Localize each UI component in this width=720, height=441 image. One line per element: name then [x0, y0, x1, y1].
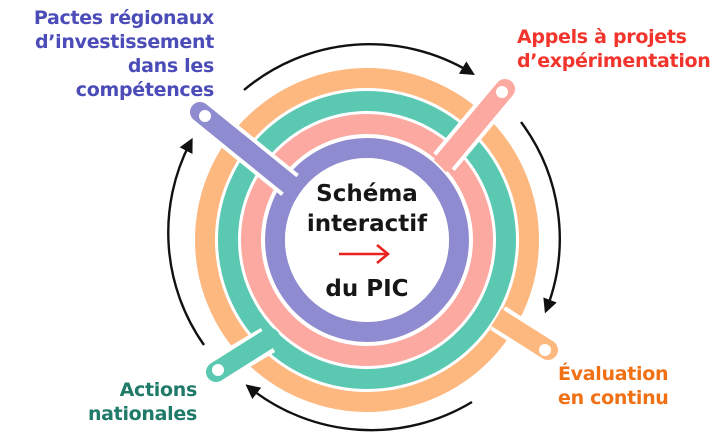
- center-title-line2[interactable]: interactif: [306, 211, 428, 237]
- label-actions-line: nationales: [87, 403, 197, 425]
- ring-appels[interactable]: [241, 114, 493, 366]
- center-title-line1[interactable]: Schéma: [316, 181, 418, 207]
- tab-appels[interactable]: [433, 79, 516, 172]
- tab-actions[interactable]: [206, 327, 280, 385]
- label-evaluation[interactable]: Évaluation en continu: [558, 362, 718, 410]
- right-arrow-icon[interactable]: [339, 243, 391, 265]
- center-disc[interactable]: [285, 158, 449, 322]
- label-appels-line: d’expérimentation: [517, 50, 711, 72]
- label-pactes-line: d’investissement: [34, 31, 214, 53]
- label-actions-line: Actions: [119, 379, 198, 401]
- cycle-arrow-right: [520, 121, 561, 314]
- label-pactes-line: compétences: [75, 79, 215, 101]
- cycle-arrow-left: [167, 137, 205, 346]
- label-evaluation-line: Évaluation: [558, 363, 669, 385]
- rings: [190, 68, 558, 412]
- label-actions[interactable]: Actions nationales: [40, 378, 197, 426]
- tab-pactes[interactable]: [190, 101, 310, 203]
- label-appels[interactable]: Appels à projets d’expérimentation: [517, 25, 720, 73]
- tab-evaluation[interactable]: [478, 302, 558, 364]
- label-pactes-line: Pactes régionaux: [33, 7, 214, 29]
- ring-evaluation[interactable]: [195, 68, 539, 412]
- label-pactes-line: dans les: [127, 55, 214, 77]
- label-appels-line: Appels à projets: [517, 26, 687, 48]
- ring-pactes[interactable]: [265, 138, 469, 342]
- cycle-arrows: [167, 42, 561, 432]
- cycle-arrow-bottom: [245, 384, 473, 432]
- label-evaluation-line: en continu: [558, 387, 669, 409]
- label-pactes[interactable]: Pactes régionaux d’investissement dans l…: [0, 6, 214, 102]
- cycle-arrow-top: [243, 42, 475, 91]
- center-title-line3[interactable]: du PIC: [325, 276, 409, 302]
